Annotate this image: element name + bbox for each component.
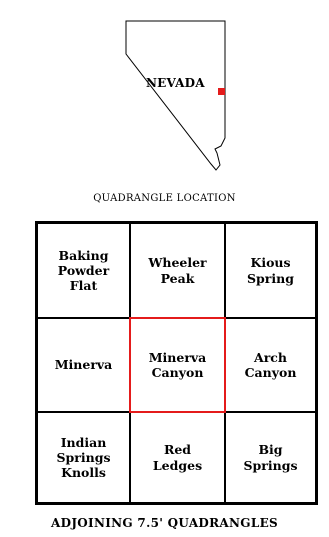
quad-cell-northeast: Kious Spring (247, 255, 294, 286)
quadrangle-location-marker (218, 88, 225, 95)
state-boundary (125, 20, 226, 171)
quad-cell-center: Minerva Canyon (148, 349, 207, 380)
state-label: NEVADA (146, 76, 205, 90)
quad-cell-southeast: Big Springs (243, 442, 298, 473)
quad-cell-west: Minerva (54, 357, 113, 373)
quad-cell-south: Red Ledges (152, 442, 203, 473)
quad-cell-southwest: Indian Springs Knolls (56, 434, 111, 481)
quad-cell-east: Arch Canyon (244, 349, 297, 380)
adjoining-quadrangles-grid: Baking Powder Flat Wheeler Peak Kious Sp… (35, 221, 318, 505)
nevada-state-outline (125, 20, 226, 171)
current-quadrangle-highlight (129, 317, 226, 413)
adjoining-quadrangles-caption: ADJOINING 7.5' QUADRANGLES (51, 516, 278, 530)
quadrangle-location-caption: QUADRANGLE LOCATION (93, 193, 236, 204)
quad-cell-north: Wheeler Peak (148, 255, 207, 286)
quad-cell-northwest: Baking Powder Flat (57, 247, 110, 294)
